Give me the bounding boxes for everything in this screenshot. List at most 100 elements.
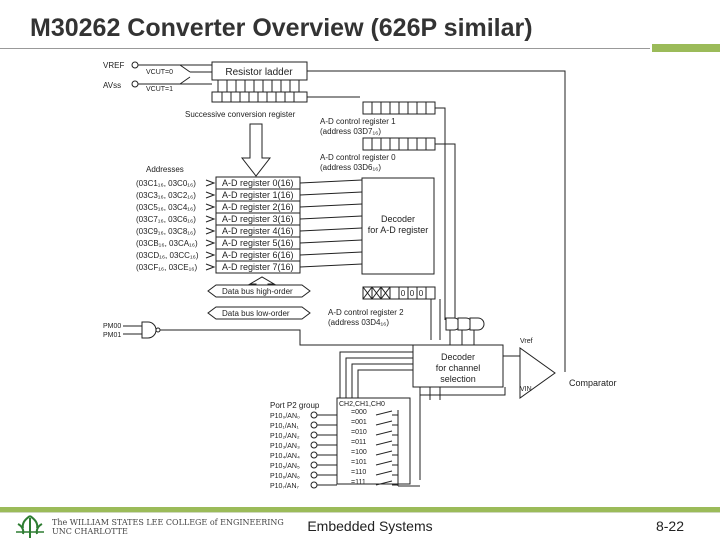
ad-register-names: A-D register 0(16) A-D register 1(16) A-… xyxy=(222,178,294,272)
resistor-ladder-label: Resistor ladder xyxy=(225,67,293,78)
comparator-symbol xyxy=(519,347,556,399)
register-address: (03CB₁₆, 03CA₁₆) xyxy=(136,239,198,248)
adcr2-label-line2: (address 03D4₁₆) xyxy=(328,318,389,327)
databus-high xyxy=(207,284,311,298)
port-pin-circles xyxy=(310,411,318,489)
port-group-label: Port P2 group xyxy=(270,401,320,410)
port-pin-label: P10₀/AN₀ xyxy=(270,413,300,420)
port-pin-label: P10₄/AN₄ xyxy=(270,453,300,460)
register-address: (03C9₁₆, 03C8₁₆) xyxy=(136,227,196,236)
adcr2-box xyxy=(362,286,436,300)
reference-inputs xyxy=(131,61,212,88)
adcr2-bit: 0 xyxy=(410,289,415,298)
decoder-ad-label-line2: for A-D register xyxy=(368,225,429,235)
register-name: A-D register 5(16) xyxy=(222,238,294,248)
adcr0-label-line2: (address 03D6₁₆) xyxy=(320,163,381,172)
ladder-to-comparator-line xyxy=(307,70,566,372)
and-gates xyxy=(445,317,485,345)
footer-course: Embedded Systems xyxy=(307,518,433,534)
channel-code: =001 xyxy=(351,419,367,426)
channel-bits-header: CH2,CH1,CH0 xyxy=(339,401,385,408)
ad-converter-diagram: VREF AVss VCUT=0 VCUT=1 Resistor ladder … xyxy=(103,61,617,490)
adcr1-label-line1: A-D control register 1 xyxy=(320,117,396,126)
decoder-select-lines xyxy=(299,179,363,268)
register-address: (03C5₁₆, 03C4₁₆) xyxy=(136,203,196,212)
title-accent-bar xyxy=(652,44,720,52)
port-pin-label: P10₁/AN₁ xyxy=(270,423,299,430)
footer-accent-bar xyxy=(0,507,720,513)
databus-low-label: Data bus low-order xyxy=(222,309,290,318)
footer-divider xyxy=(0,512,720,513)
register-address: (03C1₁₆, 03C0₁₆) xyxy=(136,179,196,188)
port-pin-label: P10₅/AN₅ xyxy=(270,463,300,470)
port-pin-wires xyxy=(317,414,337,486)
channel-code: =011 xyxy=(351,439,366,446)
decoder-channel-label-line3: selection xyxy=(440,374,476,384)
pm-gate xyxy=(123,321,170,339)
footer-page-number: 8-22 xyxy=(655,518,684,534)
channel-codes: =000 =001 =010 =011 =100 =101 =110 =111 xyxy=(351,409,367,486)
adcr2-label-line1: A-D control register 2 xyxy=(328,308,404,317)
channel-code: =000 xyxy=(351,409,367,416)
register-name: A-D register 7(16) xyxy=(222,262,294,272)
vcut0-label: VCUT=0 xyxy=(146,69,173,76)
adcr2-bit: 0 xyxy=(419,289,424,298)
decoder-channel-label-line2: for channel xyxy=(436,363,481,373)
adcr1-label-line2: (address 03D7₁₆) xyxy=(320,127,381,136)
channel-code: =101 xyxy=(351,459,367,466)
register-name: A-D register 6(16) xyxy=(222,250,294,260)
vref-label: VREF xyxy=(103,61,124,70)
channel-select-lines xyxy=(339,351,441,400)
slide-title: M30262 Converter Overview (626P similar) xyxy=(30,14,533,42)
vref-small-label: Vref xyxy=(520,338,533,345)
ad-register-addresses: (03C1₁₆, 03C0₁₆) (03C3₁₆, 03C2₁₆) (03C5₁… xyxy=(136,179,199,272)
register-name: A-D register 4(16) xyxy=(222,226,294,236)
college-logo-text: The WILLIAM STATES LEE COLLEGE of ENGINE… xyxy=(52,518,284,536)
register-address: (03CF₁₆, 03CE₁₆) xyxy=(136,263,198,272)
register-address: (03C7₁₆, 03C6₁₆) xyxy=(136,215,196,224)
databus-high-label: Data bus high-order xyxy=(222,287,293,296)
adcr2-bus xyxy=(430,299,441,340)
logo-line1: The WILLIAM STATES LEE COLLEGE of ENGINE… xyxy=(52,518,284,527)
pm01-label: PM01 xyxy=(103,332,121,339)
databus-low xyxy=(207,306,311,320)
ad-register-arrows xyxy=(205,179,216,271)
channel-code: =111 xyxy=(351,479,366,486)
channel-code: =010 xyxy=(351,429,367,436)
decoder-ad-label-line1: Decoder xyxy=(381,214,415,224)
channel-code: =100 xyxy=(351,449,367,456)
register-name: A-D register 0(16) xyxy=(222,178,294,188)
port-pin-label: P10₆/AN₆ xyxy=(270,473,300,480)
decoder-channel-label-line1: Decoder xyxy=(441,352,475,362)
register-address: (03C3₁₆, 03C2₁₆) xyxy=(136,191,196,200)
register-address: (03CD₁₆, 03CC₁₆) xyxy=(136,251,199,260)
successive-register-cells xyxy=(221,92,295,102)
adcr0-bus xyxy=(435,143,456,320)
successive-register-box xyxy=(211,91,308,103)
ad-register-stack xyxy=(215,176,301,274)
avss-label: AVss xyxy=(103,81,121,90)
vcut1-label: VCUT=1 xyxy=(146,86,173,93)
port-pin-label: P10₇/AN₇ xyxy=(270,483,300,490)
vin-label: VIN xyxy=(520,386,532,393)
register-name: A-D register 1(16) xyxy=(222,190,294,200)
decoder-ad-box xyxy=(361,177,435,275)
adcr2-bit: 0 xyxy=(401,289,406,298)
logo-line2: UNC CHARLOTTE xyxy=(52,527,128,536)
vin-line xyxy=(419,387,506,480)
port-pin-label: P10₂/AN₂ xyxy=(270,433,300,440)
ladder-taps xyxy=(217,80,300,92)
pm00-label: PM00 xyxy=(103,323,121,330)
multiplexer-box xyxy=(336,397,411,485)
adcr0-label-line1: A-D control register 0 xyxy=(320,153,396,162)
port-pin-label: P10₃/AN₃ xyxy=(270,443,300,450)
sar-down-arrow xyxy=(240,123,272,177)
title-divider xyxy=(0,48,650,49)
addresses-heading: Addresses xyxy=(146,165,184,174)
adcr1-bus xyxy=(307,96,446,320)
channel-code: =110 xyxy=(351,469,366,476)
register-name: A-D register 3(16) xyxy=(222,214,294,224)
college-logo-icon xyxy=(16,515,44,538)
register-name: A-D register 2(16) xyxy=(222,202,294,212)
pm-control-line xyxy=(170,329,415,346)
